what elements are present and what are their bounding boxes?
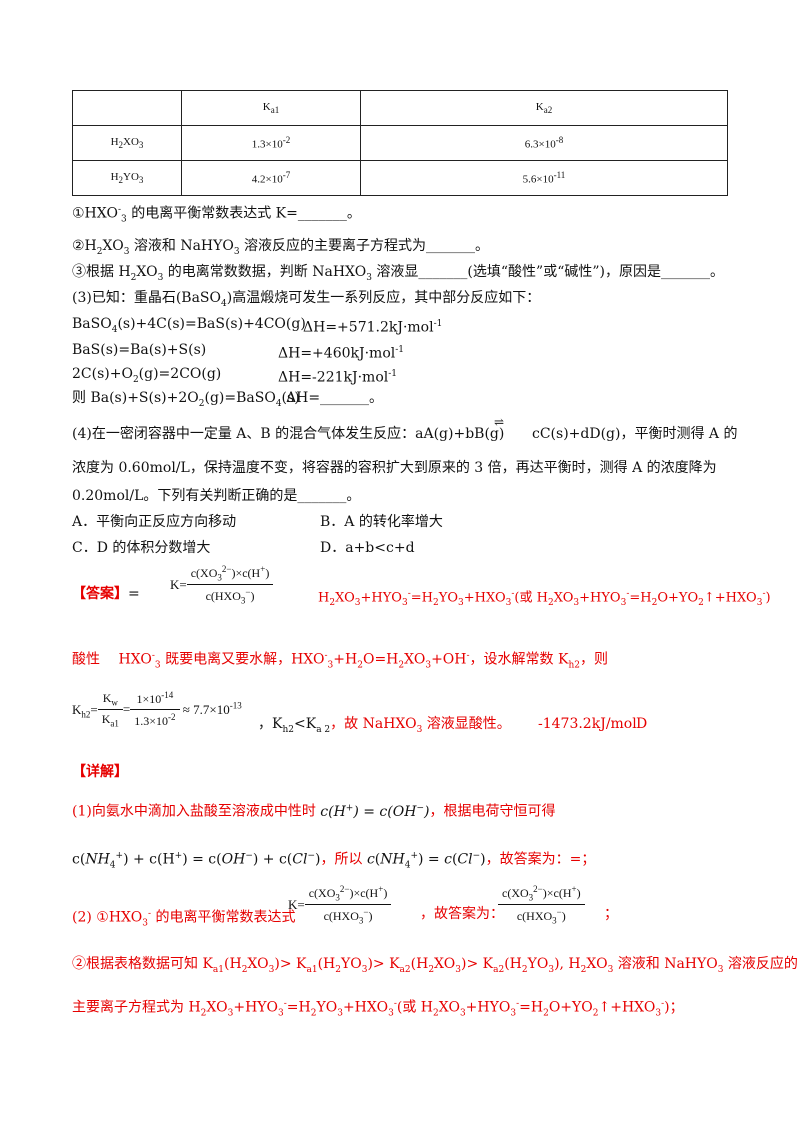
table-header-cell: Ka1 bbox=[181, 90, 361, 126]
answer-dh-value: -1473.2kJ/mol bbox=[538, 716, 637, 732]
reaction-4: 则 Ba(s)+S(s)+2O2(g)=BaSO4(s) bbox=[72, 390, 300, 409]
table-cell: H2XO3 bbox=[72, 125, 182, 161]
table-header-cell bbox=[72, 90, 182, 126]
option-a: A．平衡向正反应方向移动 bbox=[72, 514, 237, 530]
answer-equation: H2XO3+HYO3-=H2YO3+HXO3-(或 H2XO3+HYO3-=H2… bbox=[318, 589, 771, 608]
part4-line1b: cC(s)+dD(g)，平衡时测得 A 的 bbox=[532, 426, 738, 442]
reaction-3: 2C(s)+O2(g)=2CO(g) bbox=[72, 366, 222, 385]
detail-line4: ②根据表格数据可知 Ka1(H2XO3)> Ka1(H2YO3)> Ka2(H2… bbox=[72, 956, 798, 975]
option-b: B．A 的转化率增大 bbox=[320, 514, 443, 530]
question-1: ①HXO-3 的电离平衡常数表达式 K=_______。 bbox=[72, 205, 361, 225]
table-cell: 6.3×10-8 bbox=[360, 125, 728, 161]
detail-line3b: ，故答案为： bbox=[420, 906, 504, 922]
part4-line2: 浓度为 0.60mol/L，保持温度不变，将容器的容积扩大到原来的 3 倍，再达… bbox=[72, 460, 717, 476]
detail-line3c: ； bbox=[604, 906, 618, 922]
equilibrium-arrow-icon: ⇌ bbox=[494, 415, 505, 429]
answer-k-expression: K=c(XO32−)×c(H+)c(HXO3−) bbox=[170, 564, 274, 606]
table-row: H2YO3 4.2×10-7 5.6×10-11 bbox=[72, 160, 728, 196]
detail-k-expression: K=c(XO32−)×c(H+)c(HXO3−) bbox=[288, 884, 392, 926]
table-row: H2XO3 1.3×10-2 6.3×10-8 bbox=[72, 125, 728, 161]
detail-line5: 主要离子方程式为 H2XO3+HYO3-=H2YO3+HXO3-(或 H2XO3… bbox=[72, 999, 684, 1019]
table-header-row: Ka1 Ka2 bbox=[72, 90, 728, 126]
table-header-cell: Ka2 bbox=[360, 90, 728, 126]
table-cell: 5.6×10-11 bbox=[360, 160, 728, 196]
table-cell: 4.2×10-7 bbox=[181, 160, 361, 196]
part3-intro: (3)已知：重晶石(BaSO4)高温煅烧可发生一系列反应，其中部分反应如下： bbox=[72, 290, 541, 309]
detail-line1: (1)向氨水中滴加入盐酸至溶液成中性时 c(H+) = c(OH−)，根据电荷守… bbox=[72, 803, 556, 820]
table-cell: H2YO3 bbox=[72, 160, 182, 196]
detail-k-answer: c(XO32−)×c(H+)c(HXO3−) bbox=[498, 884, 585, 926]
answer-acid-line: 酸性 HXO-3 既要电离又要水解，HXO-3+H2O=H2XO3+OH-，设水… bbox=[72, 651, 608, 671]
answer-label: 【答案】= bbox=[72, 586, 140, 602]
answer-kh2-tail: ，Kh2<Ka 2，故 NaHXO3 溶液显酸性。 bbox=[258, 716, 511, 735]
reaction-3-dh: ΔH=-221kJ·mol-1 bbox=[278, 369, 398, 386]
reaction-4-dh: ΔH=_______。 bbox=[286, 390, 384, 406]
option-c: C．D 的体积分数增大 bbox=[72, 540, 211, 556]
ka-table: Ka1 Ka2 H2XO3 1.3×10-2 6.3×10-8 H2YO3 4.… bbox=[72, 90, 728, 196]
reaction-1-dh: ΔH=+571.2kJ·mol-1 bbox=[303, 319, 443, 336]
reaction-2-dh: ΔH=+460kJ·mol-1 bbox=[278, 345, 405, 362]
reaction-2: BaS(s)=Ba(s)+S(s) bbox=[72, 342, 207, 358]
part4-line1a: (4)在一密闭容器中一定量 A、B 的混合气体发生反应：aA(g)+bB(g) bbox=[72, 426, 505, 442]
detail-label: 【详解】 bbox=[72, 764, 128, 780]
answer-choice: D bbox=[636, 716, 648, 732]
detail-line2: c(NH4+) + c(H+) = c(OH−) + c(Cl−)，所以 c(N… bbox=[72, 851, 596, 871]
question-2: ②H2XO3 溶液和 NaHYO3 溶液反应的主要离子方程式为_______。 bbox=[72, 238, 490, 257]
part4-line3: 0.20mol/L。下列有关判断正确的是_______。 bbox=[72, 488, 361, 504]
question-3: ③根据 H2XO3 的电离常数数据，判断 NaHXO3 溶液显_______(选… bbox=[72, 264, 724, 283]
reaction-1: BaSO4(s)+4C(s)=BaS(s)+4CO(g) bbox=[72, 316, 306, 335]
detail-line3a: (2) ①HXO3- 的电离平衡常数表达式 bbox=[72, 909, 296, 929]
option-d: D．a+b<c+d bbox=[320, 540, 415, 556]
table-cell: 1.3×10-2 bbox=[181, 125, 361, 161]
